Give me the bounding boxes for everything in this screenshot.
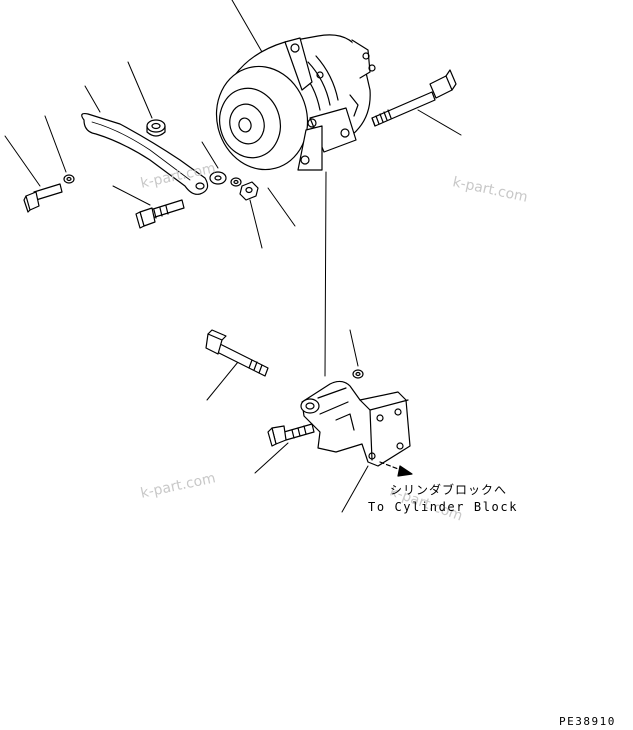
alternator xyxy=(215,34,376,171)
direction-arrow xyxy=(379,461,413,477)
flange-bolt-mid xyxy=(135,199,185,229)
destination-label-japanese: シリンダブロックへ xyxy=(390,483,508,497)
destination-label-english: To Cylinder Block xyxy=(368,500,519,514)
long-bolt-right xyxy=(371,69,457,127)
adjusting-bar xyxy=(81,113,209,195)
bracket-long-bolt xyxy=(205,329,269,377)
drawing-code: PE38910 xyxy=(559,715,616,728)
bracket-flange-bolt xyxy=(267,423,315,447)
nut-and-washer xyxy=(209,171,259,201)
spacer xyxy=(146,119,166,137)
bolt-left xyxy=(23,183,63,213)
mounting-bracket xyxy=(300,380,411,467)
bracket-washer xyxy=(352,369,364,379)
washer-left xyxy=(63,174,75,184)
leader-lines xyxy=(4,0,462,513)
